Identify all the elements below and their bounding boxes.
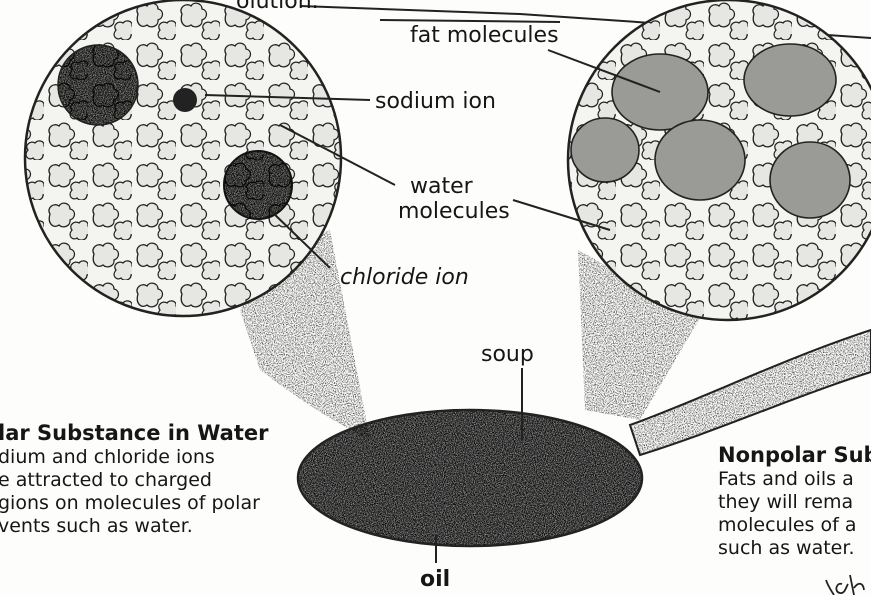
nonpolar-caption-title: Nonpolar Sub xyxy=(718,442,871,468)
water-molecules-label-line1: water xyxy=(410,175,473,199)
sodium-ion-label: sodium ion xyxy=(375,90,496,114)
nonpolar-caption-line: molecules of a xyxy=(718,514,871,537)
top-fragment-label: olution. xyxy=(236,0,319,14)
nonpolar-caption-line: Fats and oils a xyxy=(718,468,871,491)
fat-molecules-label: fat molecules xyxy=(410,24,559,48)
chloride-ion-label: chloride ion xyxy=(340,266,469,290)
polar-caption-line: gions on molecules of polar xyxy=(0,492,269,515)
polar-caption-line: dium and chloride ions xyxy=(0,446,269,469)
water-molecules-label-line2: molecules xyxy=(398,200,510,224)
handwriting-mark xyxy=(826,575,864,595)
oil-label: oil xyxy=(420,568,450,592)
polar-caption-line: e attracted to charged xyxy=(0,469,269,492)
nonpolar-caption: Nonpolar Sub Fats and oils a they will r… xyxy=(718,442,871,560)
polar-caption-title: lar Substance in Water xyxy=(0,420,269,446)
polar-caption: lar Substance in Water dium and chloride… xyxy=(0,420,269,538)
nonpolar-caption-line: they will rema xyxy=(718,491,871,514)
soup-label: soup xyxy=(481,343,534,367)
polar-caption-line: vents such as water. xyxy=(0,515,269,538)
nonpolar-caption-line: such as water. xyxy=(718,537,871,560)
